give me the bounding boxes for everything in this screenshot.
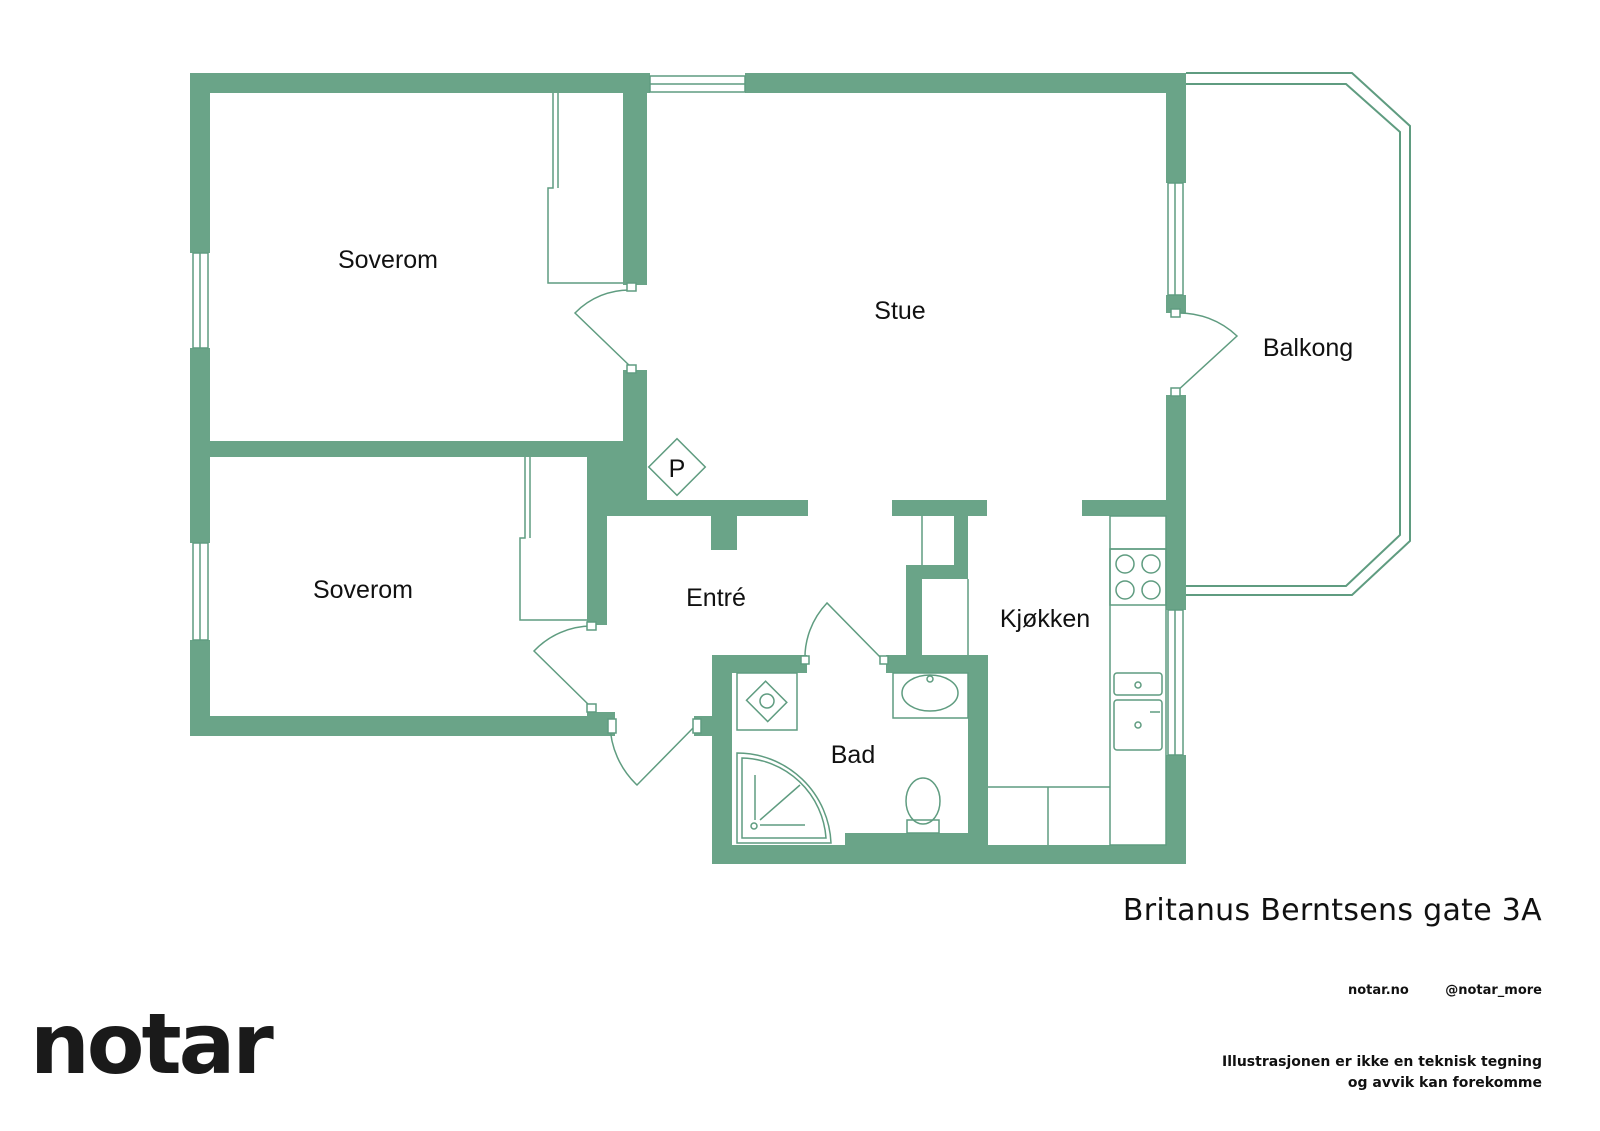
room-label-living-room: Stue bbox=[874, 297, 925, 325]
bathroom-fixtures bbox=[736, 672, 969, 844]
website-link[interactable]: notar.no bbox=[1348, 983, 1409, 998]
address-title: Britanus Berntsens gate 3A bbox=[1122, 893, 1542, 928]
parking-marker: P bbox=[647, 437, 707, 497]
balcony-outline bbox=[1186, 72, 1411, 596]
room-label-hallway: Entré bbox=[686, 584, 746, 612]
parking-marker-label: P bbox=[669, 455, 686, 483]
kitchen-fixtures bbox=[921, 515, 1167, 846]
room-label-kitchen: Kjøkken bbox=[1000, 605, 1090, 633]
social-handle[interactable]: @notar_more bbox=[1445, 983, 1542, 998]
stove-icon bbox=[1109, 548, 1167, 606]
walls bbox=[190, 73, 1186, 864]
room-label-bathroom: Bad bbox=[831, 741, 875, 769]
disclaimer-text: Illustrasjonen er ikke en teknisk tegnin… bbox=[1222, 1054, 1542, 1091]
room-labels: Soverom Stue Balkong Soverom Entré Kjøkk… bbox=[313, 246, 1353, 769]
shower-icon bbox=[736, 752, 832, 844]
toilet-icon bbox=[905, 777, 941, 825]
bathroom-sink-icon bbox=[892, 672, 969, 719]
kitchen-sink-icon bbox=[1113, 672, 1163, 696]
wardrobes bbox=[519, 93, 623, 621]
windows bbox=[192, 75, 1184, 756]
washer-icon bbox=[736, 672, 798, 731]
notar-logo: notar bbox=[30, 995, 274, 1093]
room-label-bedroom-1: Soverom bbox=[338, 246, 438, 274]
room-label-bedroom-2: Soverom bbox=[313, 576, 413, 604]
doors bbox=[532, 282, 1239, 787]
room-label-balcony: Balkong bbox=[1263, 334, 1353, 362]
